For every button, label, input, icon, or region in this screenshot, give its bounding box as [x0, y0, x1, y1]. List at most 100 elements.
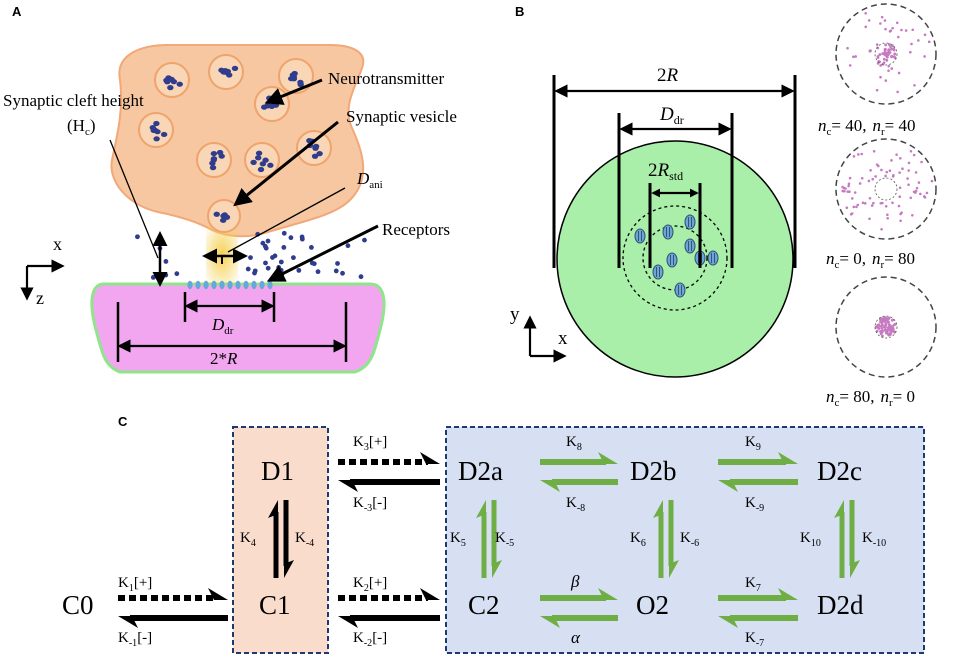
rate-km9: K-9 — [745, 495, 764, 514]
rate-km2: K-2[-] — [353, 630, 387, 649]
km8-arrow-head — [540, 480, 560, 492]
inset-dot — [909, 196, 913, 200]
inset-dot — [883, 52, 886, 56]
inset-dot — [853, 191, 857, 194]
k2-arrow-head — [420, 588, 440, 600]
inset-dot — [889, 47, 893, 51]
inset-dot — [886, 327, 890, 331]
cleft-neurotransmitter — [263, 260, 268, 266]
inset-dot — [899, 212, 902, 216]
inset-dot — [878, 53, 882, 56]
inset-dot — [852, 55, 855, 59]
inset-dot — [884, 27, 887, 31]
cleft-neurotransmitter — [248, 255, 253, 261]
cleft-neurotransmitter — [299, 236, 305, 242]
cleft-neurotransmitter — [333, 268, 339, 274]
inset-dot — [863, 202, 867, 205]
inset-dot — [892, 174, 895, 177]
km1-arrow-head — [118, 616, 138, 628]
neurotransmitter-molecule — [224, 68, 232, 75]
cleft-neurotransmitter — [265, 265, 271, 271]
inset-dot — [906, 177, 909, 180]
inset-dot — [885, 58, 889, 62]
inset-dot — [893, 330, 896, 334]
inset-dot — [884, 43, 888, 47]
inset-dot — [852, 154, 856, 158]
rate-km3: K-3[-] — [353, 495, 387, 514]
state-c1: C1 — [259, 590, 291, 620]
inset-dot — [909, 149, 913, 153]
inset-dot — [855, 205, 858, 209]
inset-caption-3: nc= 80,nr= 0 — [826, 387, 915, 409]
state-o2: O2 — [636, 590, 669, 620]
km4-arrow-head — [284, 560, 294, 578]
cleft-neurotransmitter — [296, 267, 302, 273]
inset-dot — [861, 201, 865, 205]
inset-dot — [884, 47, 887, 51]
inset-dot — [923, 55, 926, 58]
neurotransmitter-molecule — [213, 211, 220, 217]
receptor — [187, 280, 193, 290]
inset-dot — [860, 152, 864, 156]
b-d-dr-label: Ddr — [659, 104, 684, 127]
axis-x-label: x — [53, 234, 62, 254]
inset-dot — [883, 324, 887, 328]
cleft-neurotransmitter — [163, 259, 169, 264]
cleft-neurotransmitter — [281, 230, 287, 236]
inset-dot — [846, 190, 850, 193]
neurotransmitter-molecule — [223, 214, 231, 220]
rate-beta: β — [570, 572, 580, 591]
inset-dot — [867, 179, 871, 183]
cleft-neurotransmitter — [150, 274, 156, 280]
disk-receptor — [674, 282, 686, 298]
postsynaptic-terminal — [90, 282, 386, 374]
inset-dot — [901, 167, 904, 171]
inset-dot — [880, 15, 884, 19]
rate-km10: K-10 — [862, 530, 886, 549]
neurotransmitter-molecule — [290, 76, 298, 82]
k5-arrow-head — [476, 500, 486, 518]
inset-dot — [904, 29, 908, 32]
cleft-neurotransmitter — [335, 261, 340, 266]
inset-circle-2 — [835, 138, 937, 240]
cleft-neurotransmitter — [278, 259, 284, 265]
inset-dot — [890, 325, 894, 329]
inset-dot — [872, 150, 876, 153]
inset-receptor-distributions — [841, 11, 934, 339]
inset-dot — [914, 189, 918, 193]
inset-dot — [882, 57, 886, 61]
k1-arrow-head — [208, 588, 228, 600]
inset-dot — [896, 90, 899, 94]
inset-dot — [869, 49, 872, 53]
inset-dot — [880, 168, 883, 172]
inset-dot — [893, 322, 897, 326]
beta-arrow-head — [598, 588, 618, 600]
receptor — [227, 280, 233, 290]
k7-arrow-head — [778, 588, 798, 600]
neurotransmitter-molecule — [210, 150, 218, 157]
cleft-neurotransmitter — [174, 271, 180, 277]
b-r-std-label: 2Rstd — [648, 160, 683, 183]
inset-dot — [880, 227, 883, 231]
cleft-neurotransmitter — [276, 265, 282, 270]
inset-dot — [876, 56, 880, 59]
inset-dot — [883, 328, 887, 332]
disk-receptor — [684, 238, 696, 254]
km2-arrow-head — [338, 616, 358, 628]
cleft-neurotransmitter — [315, 269, 321, 275]
neurotransmitter-label: Neurotransmitter — [328, 69, 444, 88]
inset-circle-3 — [835, 276, 937, 378]
inset-dot — [889, 327, 893, 331]
inset-dot — [886, 216, 889, 220]
cleft-neurotransmitter — [358, 274, 364, 280]
synaptic-vesicle — [244, 142, 280, 178]
inset-dot — [887, 49, 891, 53]
cleft-neurotransmitter — [252, 268, 258, 274]
inset-dot — [847, 184, 850, 188]
rate-k2: K2[+] — [353, 575, 387, 594]
neurotransmitter-molecule — [268, 103, 275, 109]
rate-k9: K9 — [745, 434, 761, 453]
receptor — [219, 280, 225, 290]
two-r-label-a: 2*R — [210, 349, 238, 368]
